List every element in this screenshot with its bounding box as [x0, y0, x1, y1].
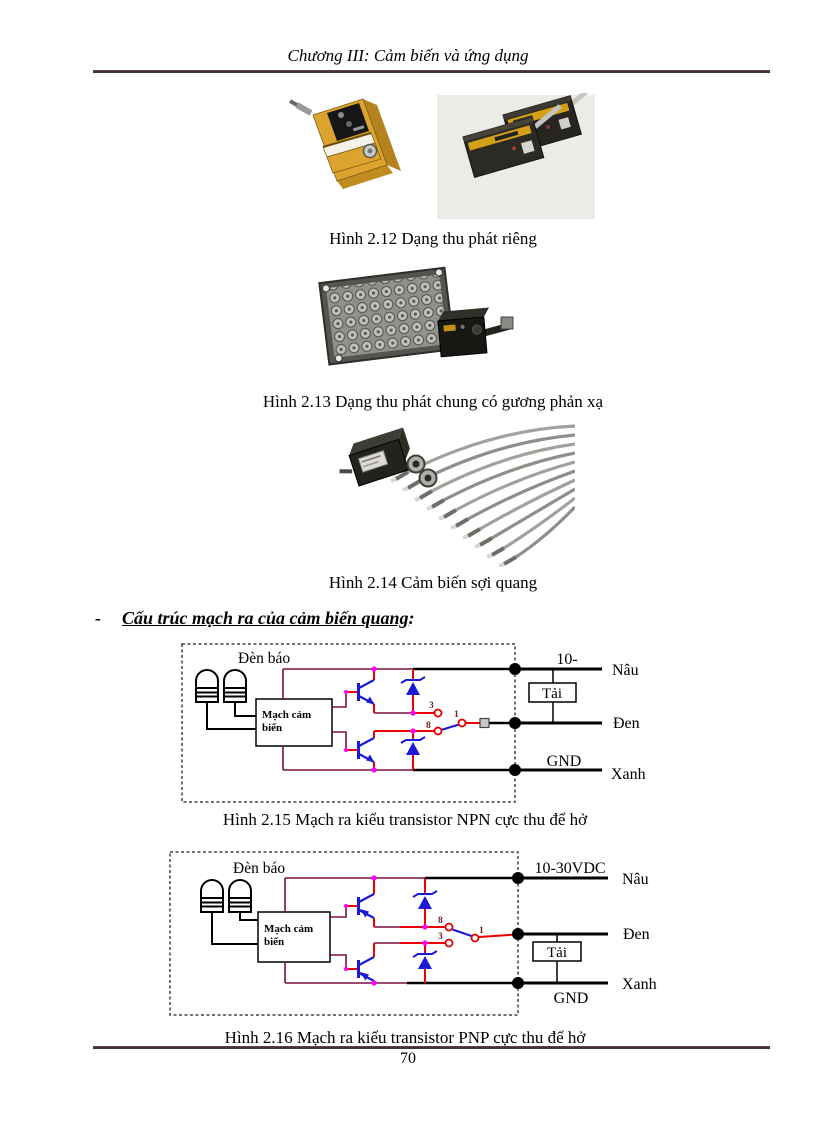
- output-wires: [515, 667, 602, 772]
- internal-wires: [282, 668, 413, 771]
- fiber-amplifier: [339, 427, 410, 487]
- figure-2-13-caption: Hình 2.13 Dạng thu phát chung có gương p…: [262, 392, 604, 411]
- figure-2-14-photo: [339, 424, 575, 567]
- bullet-marker: -: [95, 608, 101, 628]
- figure-2-16-caption: Hình 2.16 Mạch ra kiểu transistor PNP cự…: [224, 1028, 586, 1047]
- terminal-blue: Xanh: [611, 766, 646, 783]
- supply-label: 10-30VDC: [534, 860, 605, 877]
- figure-2-12-photo: [289, 93, 597, 219]
- pin-8-label: 8: [426, 721, 431, 731]
- terminal-dots: [512, 872, 524, 989]
- sensor-box-text1: Mạch cảm: [264, 923, 313, 935]
- terminal-blue: Xanh: [622, 976, 657, 993]
- junction-dots: [344, 875, 428, 986]
- figure-2-13-photo: [318, 266, 514, 366]
- pin-1-label: 1: [479, 926, 484, 936]
- switch-contacts: [444, 922, 480, 948]
- terminal-brown: Nâu: [612, 662, 639, 679]
- pin-1-label: 1: [454, 710, 459, 720]
- terminal-black: Đen: [623, 926, 650, 943]
- pin-3-label: 3: [438, 932, 443, 942]
- pin-3-label: 3: [429, 701, 434, 711]
- switch-lever: [452, 928, 472, 938]
- figure-2-14-caption: Hình 2.14 Cảm biến sợi quang: [328, 573, 538, 592]
- indicator-lamp-icon: [195, 669, 256, 730]
- load-label: Tải: [547, 945, 567, 961]
- figure-2-15-caption: Hình 2.15 Mạch ra kiểu transistor NPN cự…: [222, 810, 588, 829]
- reflector-panel: [318, 266, 456, 366]
- fiber-cables: [407, 424, 575, 559]
- fiber-connector-heads: [406, 454, 438, 488]
- page-header: Chương III: Cảm biến và ứng dụng: [287, 46, 529, 65]
- load-label: Tải: [542, 686, 562, 702]
- switch-lever: [440, 723, 460, 732]
- yellow-fork-sensor: [289, 98, 401, 189]
- terminal-dots: [509, 663, 521, 776]
- sensor-box-text1: Mạch cảm: [262, 709, 311, 721]
- pin-8-label: 8: [438, 916, 443, 926]
- bullet-text: Cấu trúc mạch ra của cảm biến quang: [122, 608, 409, 628]
- npn-circuit-diagram: Đèn báo Mạch cảm biến: [181, 643, 646, 803]
- header-rule: [93, 70, 770, 73]
- fiber-ferrules: [390, 470, 518, 567]
- internal-wires: [284, 877, 425, 984]
- indicator-lamp-label: Đèn báo: [233, 860, 285, 877]
- cable-connector: [500, 316, 514, 330]
- switch-contacts: [433, 708, 467, 736]
- supply-label: 10-: [556, 651, 577, 668]
- junction-dots: [344, 666, 416, 773]
- page-number: 70: [400, 1050, 416, 1067]
- bullet-colon: :: [408, 608, 415, 628]
- pnp-circuit-diagram: Đèn báo Mạch cảm biến: [169, 851, 657, 1016]
- terminal-brown: Nâu: [622, 871, 649, 888]
- section-bullet: - Cấu trúc mạch ra của cảm biến quang:: [95, 608, 415, 629]
- sensor-box-text2: biến: [262, 722, 282, 734]
- output-wires: [518, 876, 608, 985]
- photo-sensor-box: [437, 307, 490, 358]
- ground-label: GND: [554, 990, 589, 1007]
- sensor-circuit-box: [255, 698, 333, 747]
- sensor-circuit-box: [257, 911, 331, 963]
- black-sensor-front: [462, 104, 562, 178]
- footer-rule: [93, 1046, 770, 1049]
- circuit-dashed-frame: [181, 643, 516, 803]
- zener-diode-icon: [412, 890, 438, 969]
- ground-label: GND: [547, 753, 582, 770]
- indicator-lamp-label: Đèn báo: [238, 650, 290, 667]
- zener-diode-icon: [400, 676, 426, 755]
- pnp-transistor-icon: [357, 893, 375, 982]
- npn-transistor-icon: [357, 679, 375, 763]
- switch-output-connector: [479, 717, 490, 729]
- indicator-lamp-icon: [200, 879, 258, 945]
- terminal-black: Đen: [613, 715, 640, 732]
- sensor-box-text2: biến: [264, 936, 284, 948]
- figure-2-12-caption: Hình 2.12 Dạng thu phát riêng: [329, 229, 537, 248]
